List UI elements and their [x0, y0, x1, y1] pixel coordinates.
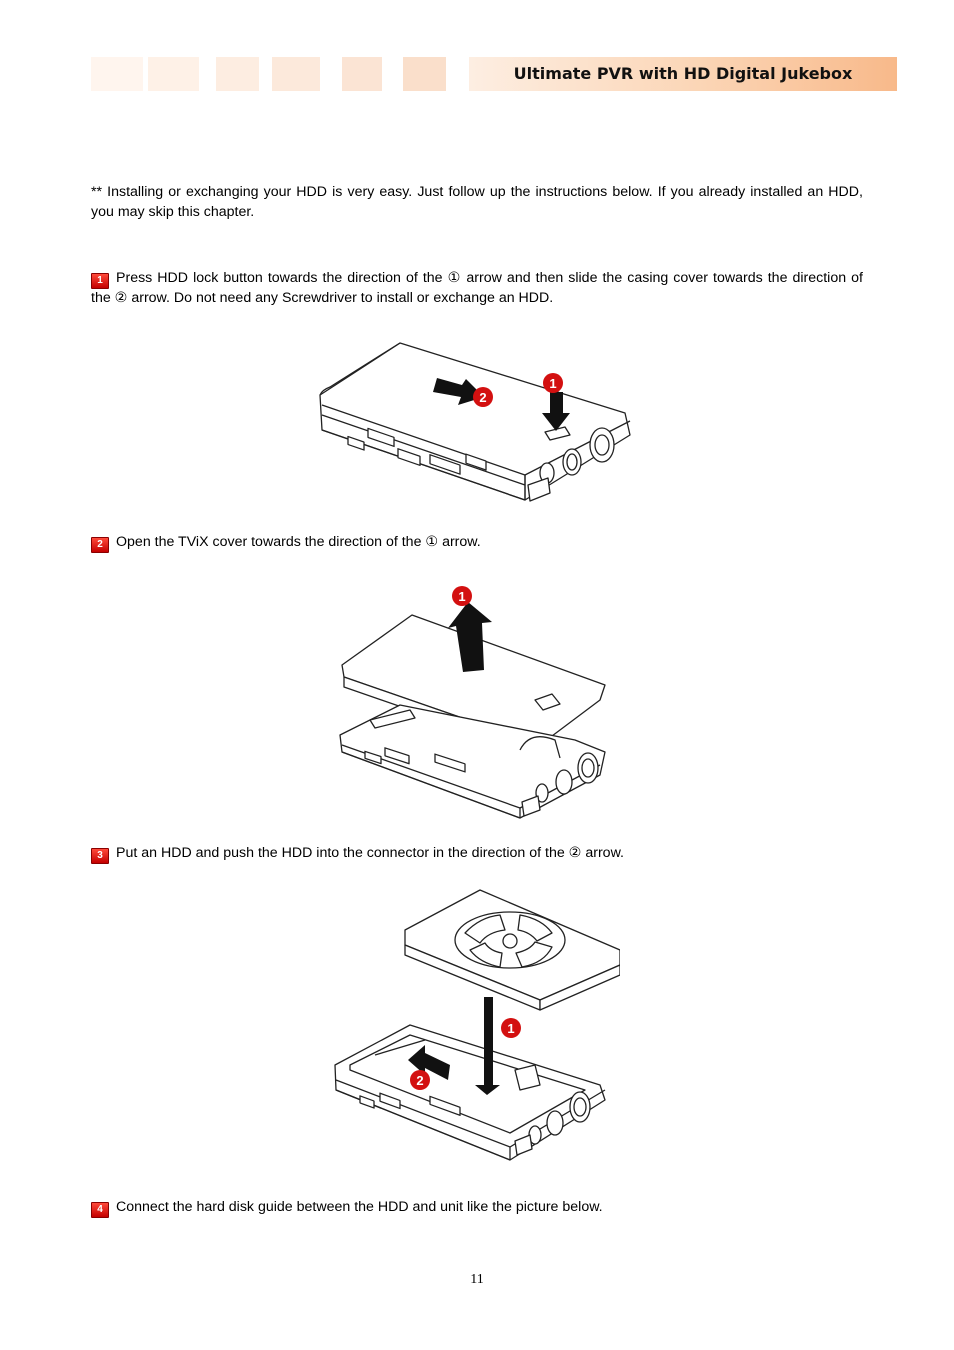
figure-cover-open: 1 [339, 586, 606, 819]
step-4: 4 Connect the hard disk guide between the… [91, 1198, 863, 1218]
step-3-text: Put an HDD and push the HDD into the con… [116, 845, 624, 861]
header-decor-block-4 [272, 57, 320, 91]
step-2: 2 Open the TViX cover towards the directi… [91, 533, 863, 553]
figure1-marker-1: 1 [549, 376, 556, 391]
header-title: Ultimate PVR with HD Digital Jukebox [469, 57, 897, 91]
header-decor-block-5 [342, 57, 382, 91]
figure2-marker-1: 1 [458, 589, 465, 604]
step-number-badge: 3 [91, 848, 109, 864]
page-number: 11 [470, 1272, 484, 1287]
step-number-badge: 4 [91, 1202, 109, 1218]
figure1-marker-2: 2 [479, 390, 486, 405]
header-decor-block-3 [216, 57, 259, 91]
intro-paragraph: ** Installing or exchanging your HDD is … [91, 184, 863, 220]
figure-unit-closed: 2 1 [319, 342, 631, 502]
step-1-text: Press HDD lock button towards the direct… [91, 270, 863, 306]
header-decor-block-1 [91, 57, 143, 91]
step-number-badge: 1 [91, 273, 109, 289]
figure3-marker-1: 1 [507, 1021, 514, 1036]
header-decor-block-2 [148, 57, 199, 91]
figure-insert-hdd: 1 2 [334, 889, 620, 1161]
header-decor-block-6 [403, 57, 446, 91]
step-4-text: Connect the hard disk guide between the … [116, 1199, 603, 1215]
step-2-text: Open the TViX cover towards the directio… [116, 534, 481, 550]
step-3: 3 Put an HDD and push the HDD into the co… [91, 844, 863, 864]
figure3-marker-2: 2 [416, 1073, 423, 1088]
step-number-badge: 2 [91, 537, 109, 553]
